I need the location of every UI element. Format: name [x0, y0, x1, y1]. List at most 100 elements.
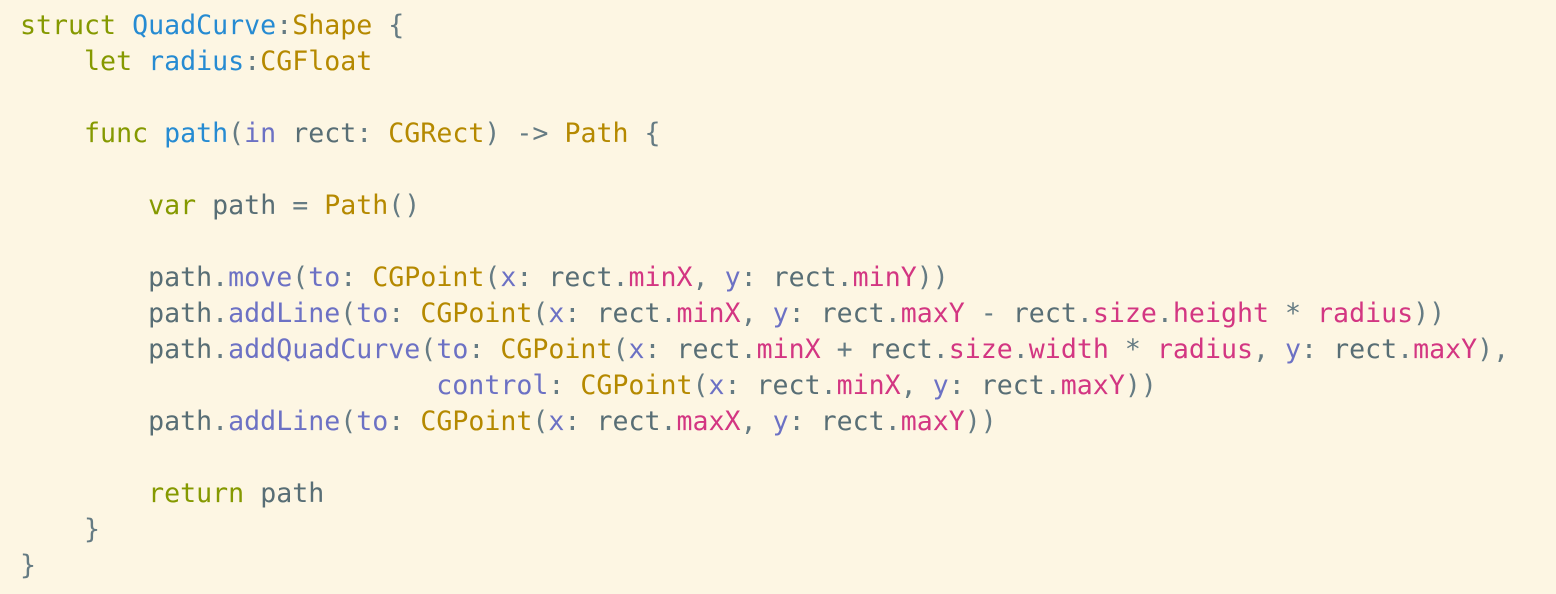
code-line[interactable]: let radius:CGFloat — [20, 44, 1556, 80]
code-token: control — [436, 370, 549, 401]
code-token — [500, 118, 516, 149]
code-token: maxY — [1413, 334, 1478, 365]
code-token: , — [900, 370, 917, 401]
code-token: . — [1076, 298, 1093, 329]
code-token: * — [1285, 298, 1302, 329]
code-token — [757, 262, 773, 293]
code-token — [805, 406, 821, 437]
code-line[interactable]: control: CGPoint(x: rect.minX, y: rect.m… — [20, 368, 1556, 404]
code-token: CGPoint — [420, 298, 533, 329]
code-token: . — [212, 334, 229, 365]
code-line[interactable]: path.move(to: CGPoint(x: rect.minX, y: r… — [20, 260, 1556, 296]
code-token: . — [660, 298, 677, 329]
code-line[interactable] — [20, 440, 1556, 476]
code-token — [1317, 334, 1333, 365]
code-token: x — [500, 262, 517, 293]
code-token: path — [148, 406, 213, 437]
code-token: : — [788, 406, 805, 437]
code-token: addQuadCurve — [228, 334, 421, 365]
code-line[interactable]: return path — [20, 476, 1556, 512]
code-token: * — [1124, 334, 1141, 365]
code-token: : — [276, 10, 293, 41]
code-token: y — [932, 370, 949, 401]
code-token: } — [84, 514, 101, 545]
code-token: struct — [20, 10, 117, 41]
code-token: )) — [1124, 370, 1157, 401]
code-line[interactable]: } — [20, 512, 1556, 548]
code-token: ( — [292, 262, 309, 293]
code-token: rect — [548, 262, 613, 293]
code-token: { — [388, 10, 405, 41]
code-token: size — [1092, 298, 1157, 329]
code-token — [20, 118, 84, 149]
code-line[interactable]: path.addQuadCurve(to: CGPoint(x: rect.mi… — [20, 332, 1556, 368]
code-token: rect — [820, 298, 885, 329]
code-token: CGPoint — [500, 334, 613, 365]
code-token: ), — [1477, 334, 1510, 365]
code-token: path — [260, 478, 325, 509]
code-token — [853, 334, 869, 365]
code-line[interactable]: path.addLine(to: CGPoint(x: rect.maxX, y… — [20, 404, 1556, 440]
code-line[interactable]: struct QuadCurve:Shape { — [20, 8, 1556, 44]
code-token: . — [884, 298, 901, 329]
code-token: y — [1285, 334, 1302, 365]
code-token: : — [468, 334, 485, 365]
code-token — [20, 190, 148, 221]
code-token: rect — [596, 298, 661, 329]
code-line[interactable] — [20, 152, 1556, 188]
code-token: . — [1397, 334, 1414, 365]
code-token: . — [1044, 370, 1061, 401]
code-token — [564, 370, 580, 401]
code-line[interactable]: path.addLine(to: CGPoint(x: rect.minX, y… — [20, 296, 1556, 332]
code-token: x — [548, 298, 565, 329]
code-token — [997, 298, 1013, 329]
code-token — [20, 298, 148, 329]
code-token: minY — [852, 262, 917, 293]
code-token: minX — [628, 262, 693, 293]
code-token: addLine — [228, 298, 341, 329]
code-token: maxX — [676, 406, 741, 437]
code-token: ( — [420, 334, 437, 365]
code-token: x — [548, 406, 565, 437]
code-token — [356, 262, 372, 293]
code-token: : — [564, 298, 581, 329]
code-token — [20, 262, 148, 293]
code-token: rect — [772, 262, 837, 293]
code-token: path — [164, 118, 229, 149]
code-token: : — [724, 370, 741, 401]
code-token: path — [148, 334, 213, 365]
code-token: { — [644, 118, 661, 149]
code-token: rect — [1012, 298, 1077, 329]
code-line[interactable]: func path(in rect: CGRect) -> Path { — [20, 116, 1556, 152]
code-token: radius — [1156, 334, 1253, 365]
code-line[interactable] — [20, 80, 1556, 116]
code-token: : — [340, 262, 357, 293]
code-token: radius — [1317, 298, 1414, 329]
code-token — [196, 190, 212, 221]
code-token: + — [836, 334, 853, 365]
code-token: ( — [484, 262, 501, 293]
code-token — [580, 298, 596, 329]
code-line[interactable] — [20, 224, 1556, 260]
code-token — [404, 298, 420, 329]
code-token: y — [724, 262, 741, 293]
code-token: CGPoint — [580, 370, 693, 401]
code-token: , — [1252, 334, 1269, 365]
code-token — [308, 190, 324, 221]
code-token: rect — [676, 334, 741, 365]
code-token: addLine — [228, 406, 341, 437]
code-line[interactable]: var path = Path() — [20, 188, 1556, 224]
code-token — [709, 262, 725, 293]
code-token: : — [740, 262, 757, 293]
code-line[interactable]: } — [20, 548, 1556, 584]
code-token: : — [548, 370, 565, 401]
code-token — [965, 298, 981, 329]
code-token — [132, 46, 148, 77]
code-token: , — [692, 262, 709, 293]
code-token — [532, 262, 548, 293]
code-token: return — [148, 478, 245, 509]
code-token: minX — [836, 370, 901, 401]
code-token — [580, 406, 596, 437]
code-token — [1269, 334, 1285, 365]
